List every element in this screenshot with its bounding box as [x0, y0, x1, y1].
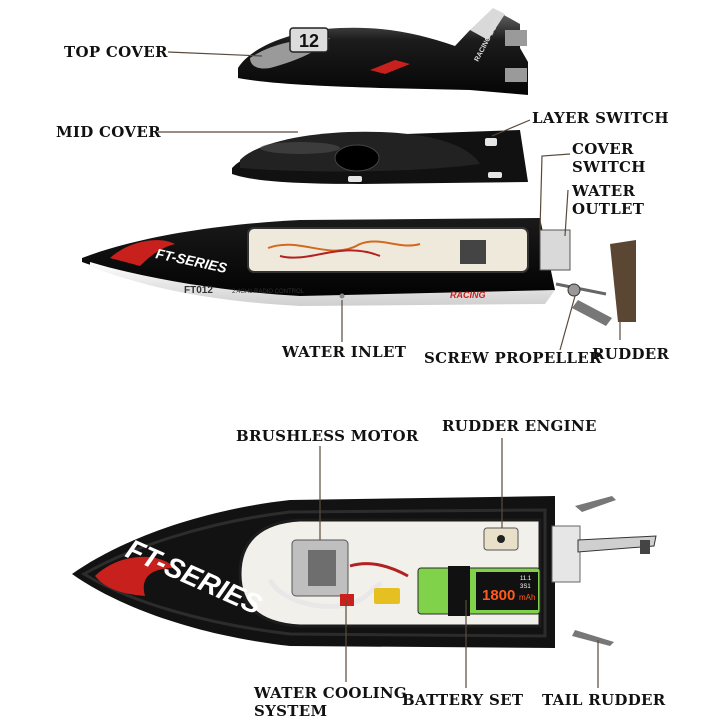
label-screw-propeller: SCREW PROPELLER [424, 349, 602, 367]
upper-hull-trim-tab [572, 300, 612, 326]
top-cover-vent-lower [505, 68, 527, 82]
stern-bracket [551, 525, 581, 583]
label-water-outlet: WATER OUTLET [572, 182, 645, 218]
battery-unit: mAh [519, 593, 535, 602]
battery-cells-line: 3S1 [520, 584, 531, 590]
label-top-cover: TOP COVER [64, 43, 168, 61]
motor-wiring [349, 562, 409, 578]
label-mid-cover: MID COVER [56, 123, 161, 141]
top-cover-vent-upper [505, 30, 527, 46]
tail-rudder-top-fin [575, 496, 616, 512]
top-cover-fin [470, 8, 505, 40]
label-layer-switch: LAYER SWITCH [532, 109, 669, 127]
leader-top-cover [167, 51, 263, 57]
label-cover-switch: COVER SWITCH [572, 140, 646, 176]
top-cover-number: 12 [299, 31, 319, 51]
connector-yellow [374, 588, 400, 604]
leader-screw-propeller [559, 295, 576, 351]
lower-hull-deck-rim [81, 508, 547, 638]
battery-strap [448, 566, 470, 616]
battery-label-area [476, 572, 538, 610]
upper-hull-drive-shaft [555, 282, 607, 296]
tail-rudder-bottom-fin [572, 630, 614, 646]
upper-hull-radio: 2.4GHz RADIO CONTROL [232, 289, 305, 295]
upper-hull-keel [90, 262, 555, 306]
mid-cover-hatch [334, 144, 380, 172]
leader-water-outlet [564, 189, 569, 237]
mid-cover [232, 130, 528, 184]
mid-cover-highlight [260, 142, 340, 154]
tail-drive-arm [577, 535, 657, 553]
leader-lines [158, 51, 621, 688]
label-water-inlet: WATER INLET [282, 343, 407, 361]
upper-hull-model: FT012 [184, 285, 213, 296]
esc-red [340, 594, 354, 606]
upper-hull-transom-bracket [539, 229, 571, 271]
mid-cover-latch-left [348, 176, 362, 182]
upper-hull-compartment [247, 227, 529, 273]
upper-hull-racing: RACING [450, 290, 486, 300]
layer-switch-knob [485, 138, 497, 146]
upper-hull-wiring-2 [279, 249, 381, 259]
rudder-engine-horn [497, 535, 505, 543]
label-rudder: RUDDER [592, 345, 670, 363]
label-battery-set: BATTERY SET [402, 691, 524, 709]
tail-rudder-blade [640, 540, 650, 554]
battery-cells-line: 11.1 [520, 576, 532, 582]
brushless-motor-core [308, 550, 336, 586]
top-cover-red-stripe [370, 60, 410, 74]
leader-layer-switch [491, 119, 531, 137]
label-rudder-engine: RUDDER ENGINE [442, 417, 597, 435]
lower-hull-red-flame [95, 556, 175, 596]
label-water-cooling-system: WATER COOLING SYSTEM [254, 684, 408, 720]
upper-hull-wiring [267, 240, 421, 252]
upper-hull-red-flame [110, 240, 175, 266]
top-cover: 12 RACING BOAT [238, 8, 528, 95]
lower-hull: FT-SERIES 1800 mAh [72, 496, 657, 648]
label-tail-rudder: TAIL RUDDER [542, 691, 666, 709]
mid-cover-latch-right [488, 172, 502, 178]
upper-hull-propeller [567, 283, 581, 297]
upper-hull-motor [460, 240, 486, 264]
top-cover-number-plate [289, 27, 329, 53]
upper-hull: FT-SERIES FT012 2.4GHz RADIO CONTROL RAC… [82, 218, 636, 326]
upper-hull-rudder-blade [610, 240, 636, 322]
label-brushless-motor: BRUSHLESS MOTOR [236, 427, 419, 445]
leader-cover-switch [539, 153, 571, 231]
battery-capacity: 1800 [482, 587, 515, 604]
water-inlet-port [339, 293, 345, 299]
